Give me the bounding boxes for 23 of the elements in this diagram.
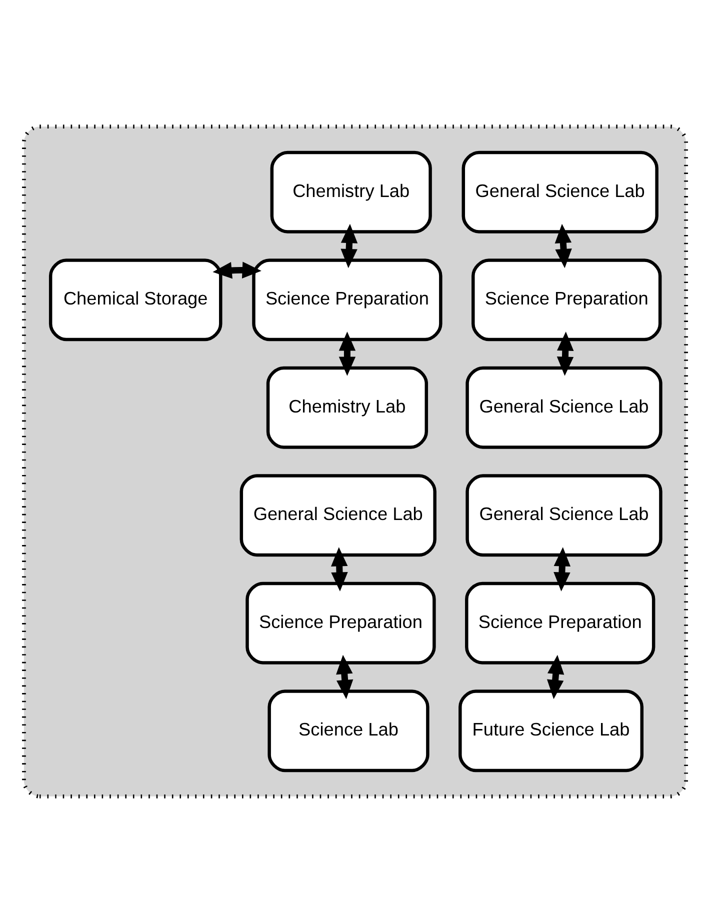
node-box: General Science Lab — [240, 474, 436, 556]
arrow — [554, 223, 572, 268]
arrow — [340, 223, 358, 268]
node-box: Science Preparation — [252, 258, 442, 341]
arrow — [546, 654, 564, 699]
node-box: Science Lab — [268, 689, 430, 772]
node-box: General Science Lab — [466, 366, 662, 448]
node-box: Future Science Lab — [458, 689, 644, 772]
arrow — [336, 654, 354, 699]
node-box: Chemistry Lab — [270, 150, 432, 233]
node-box: General Science Lab — [466, 474, 662, 556]
arrow — [338, 331, 356, 376]
node-box: Science Preparation — [472, 258, 662, 341]
arrow — [212, 261, 262, 278]
node-box: Chemistry Lab — [266, 366, 428, 448]
arrow — [330, 546, 348, 591]
cluster — [22, 124, 688, 798]
node-box: Science Preparation — [246, 581, 436, 664]
arrow — [556, 331, 574, 376]
node-box: Science Preparation — [465, 581, 656, 664]
arrow — [554, 546, 571, 591]
node-box: Chemical Storage — [48, 258, 222, 341]
node-box: General Science Lab — [462, 150, 658, 233]
